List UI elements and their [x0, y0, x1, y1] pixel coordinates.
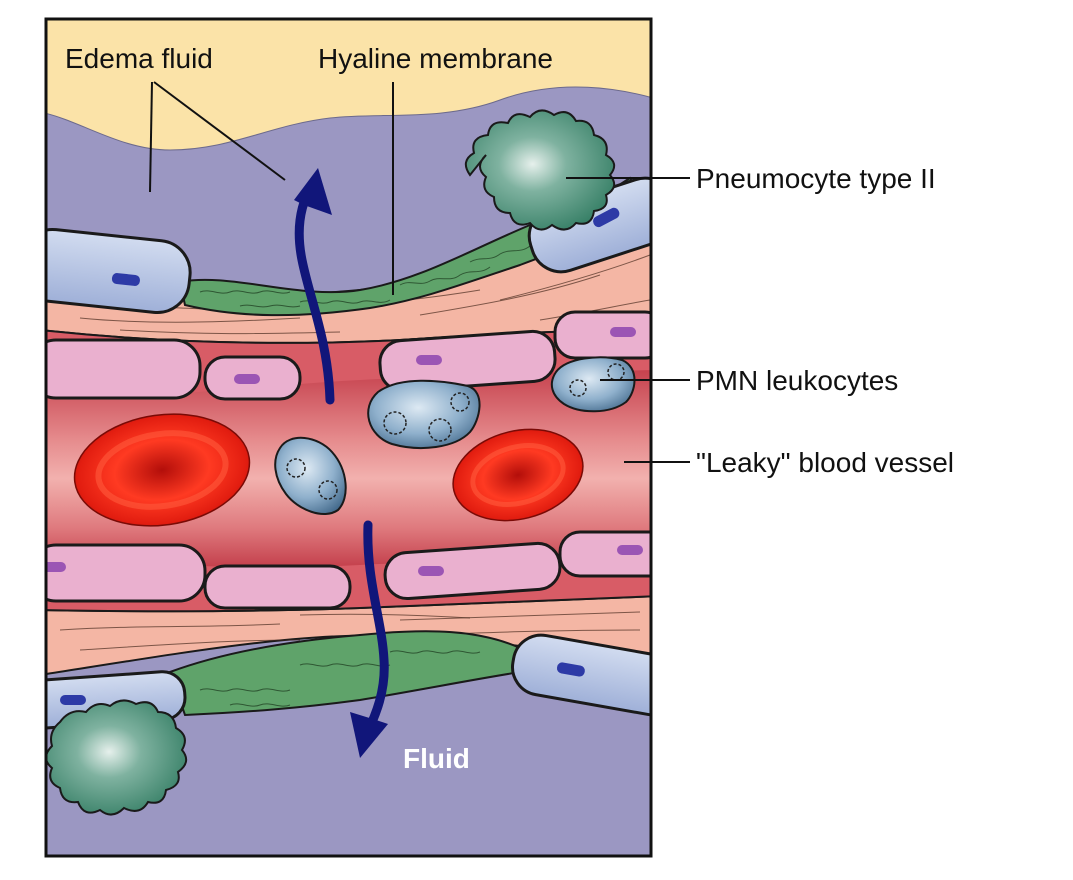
endothelial-cell [46, 338, 202, 400]
endothelial-cell [558, 530, 651, 578]
endothelial-cell [553, 310, 651, 360]
downward-fluid-arrowhead [350, 712, 388, 758]
leader-edema-2 [153, 81, 286, 181]
edema-fluid-label: Edema fluid [65, 43, 213, 74]
pmn-nucleus [286, 458, 306, 478]
pmn-nucleus [383, 411, 407, 435]
nucleus [617, 545, 643, 555]
endothelial-cell [383, 541, 562, 601]
endothelial-cell [46, 543, 207, 603]
type1-nucleus [556, 662, 585, 677]
red-blood-cell-rim [95, 430, 229, 510]
hyaline-fibers-lower [199, 650, 481, 707]
edema-fluid-region [46, 19, 651, 151]
pneumocyte-type2-lower [46, 699, 188, 816]
pmn-label: PMN leukocytes [696, 365, 898, 396]
type1-cell [511, 633, 651, 717]
type1-nucleus [593, 207, 620, 228]
lower-endothelium [46, 530, 651, 610]
hyaline-membrane-label: Hyaline membrane [318, 43, 553, 74]
type1-cell [46, 227, 192, 315]
pmn-nucleus [428, 418, 452, 442]
endothelial-cell [203, 564, 352, 610]
downward-fluid-arrow-shaft [361, 520, 389, 740]
nucleus [234, 374, 260, 384]
pneumocyte-type2-upper [464, 109, 616, 231]
upward-fluid-arrow-shaft [294, 180, 335, 405]
leader-edema-1 [149, 81, 153, 193]
fluid-label: Fluid [403, 743, 470, 774]
red-blood-cells [73, 413, 584, 527]
pmn-leukocyte [367, 379, 481, 449]
red-blood-cell-rim [470, 443, 566, 507]
nucleus [418, 566, 444, 576]
type1-pneumocytes [46, 176, 651, 730]
vessel-label: "Leaky" blood vessel [696, 447, 954, 478]
pmn-nucleus [569, 379, 587, 397]
pmn-nucleus [318, 480, 338, 500]
nucleus [610, 327, 636, 337]
type1-nucleus [111, 273, 140, 286]
nucleus [416, 355, 442, 365]
diagram-frame [44, 17, 653, 858]
pmn-leukocyte [550, 356, 636, 413]
pmn-nucleus [450, 392, 470, 412]
upward-fluid-arrowhead [294, 168, 332, 215]
pmn-leukocyte [274, 436, 347, 515]
lower-fibers [59, 611, 641, 651]
leader-lines [149, 81, 690, 463]
nucleus [46, 562, 66, 572]
type1-nucleus [60, 695, 86, 705]
pmn-leukocytes [274, 356, 636, 515]
fluid-arrows [294, 168, 389, 758]
pneumocyte-label: Pneumocyte type II [696, 163, 936, 194]
